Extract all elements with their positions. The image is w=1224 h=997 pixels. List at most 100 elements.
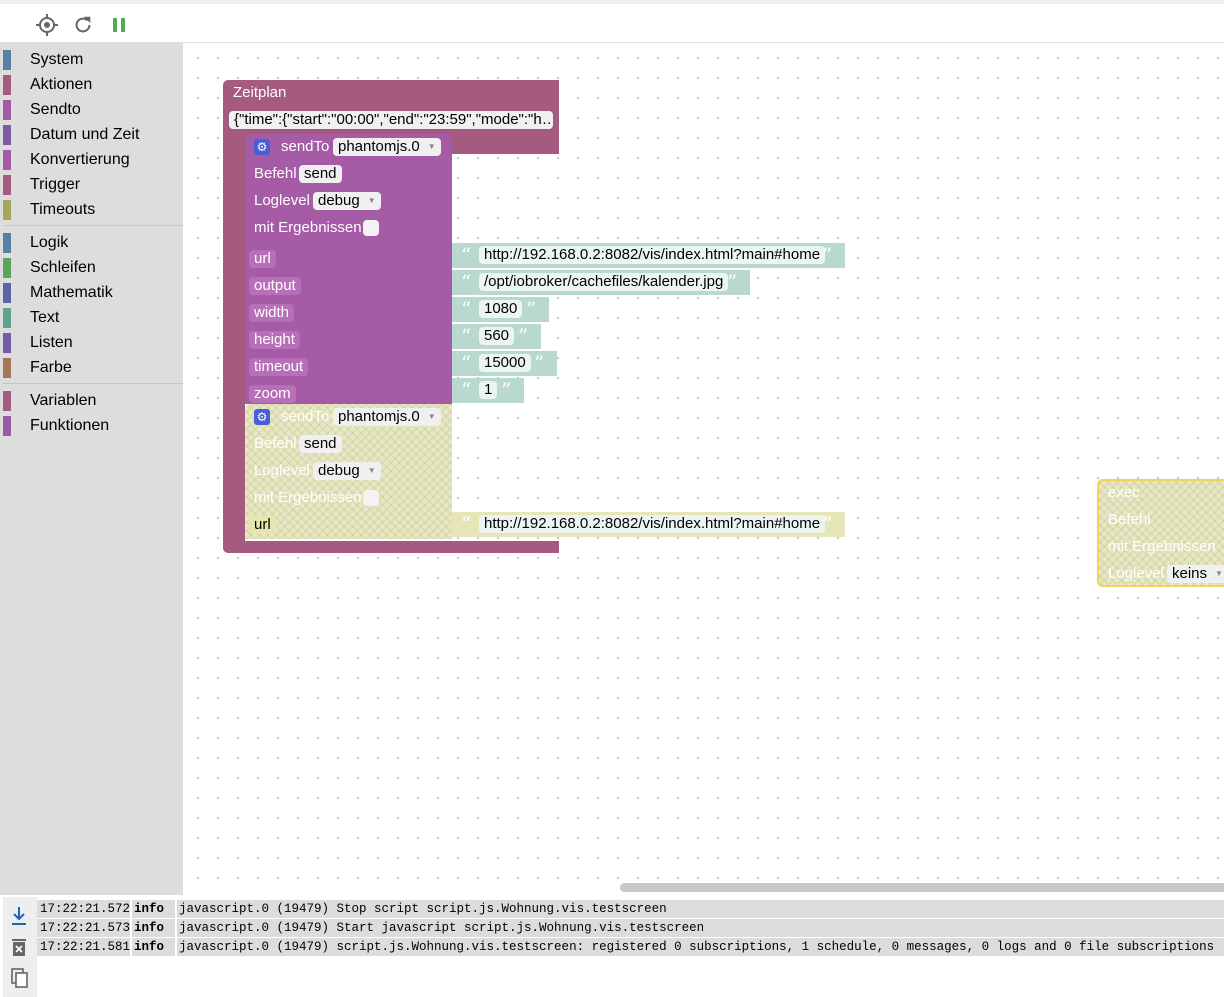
category-logik[interactable]: Logik <box>3 233 183 253</box>
loglevel-value: keins <box>1172 565 1208 582</box>
string-value[interactable]: http://192.168.0.2:8082/vis/index.html?m… <box>479 515 826 533</box>
category-konvertierung[interactable]: Konvertierung <box>3 150 183 170</box>
category-color-bar <box>3 175 11 195</box>
gear-icon[interactable]: ⚙ <box>254 409 270 425</box>
sendto-label: sendTo <box>281 138 330 155</box>
refresh-icon[interactable] <box>70 12 96 38</box>
string-value[interactable]: 1 <box>479 381 498 399</box>
gear-icon[interactable]: ⚙ <box>254 139 270 155</box>
category-label: Listen <box>30 334 73 351</box>
category-label: Text <box>30 309 60 326</box>
string-block[interactable]: “ 1080” <box>452 297 549 322</box>
close-quote-icon: ” <box>534 351 545 375</box>
log-message: javascript.0 (19479) script.js.Wohnung.v… <box>179 940 1215 954</box>
results-checkbox-disabled[interactable] <box>363 490 379 506</box>
category-separator <box>3 383 183 384</box>
scroll-down-icon[interactable] <box>9 905 29 932</box>
loglevel-dropdown-disabled[interactable]: debug▼ <box>313 462 381 480</box>
open-quote-icon: “ <box>461 297 472 321</box>
category-listen[interactable]: Listen <box>3 333 183 353</box>
chevron-down-icon: ▼ <box>427 142 436 151</box>
schedule-value-field[interactable]: {"time":{"start":"00:00","end":"23:59","… <box>229 111 553 129</box>
crosshair-icon[interactable] <box>34 12 60 38</box>
category-label: Farbe <box>30 359 72 376</box>
string-block[interactable]: “ http://192.168.0.2:8082/vis/index.html?… <box>452 243 845 268</box>
string-block[interactable]: “1” <box>452 378 524 403</box>
pause-icon[interactable] <box>106 12 132 38</box>
category-funktionen[interactable]: Funktionen <box>3 416 183 436</box>
string-value[interactable]: /opt/iobroker/cachefiles/kalender.jpg <box>479 273 729 291</box>
instance-dropdown[interactable]: phantomjs.0 ▼ <box>333 138 441 156</box>
param-name-width: width <box>249 304 295 322</box>
exec-title: exec <box>1108 484 1140 501</box>
clear-log-icon[interactable] <box>11 937 27 962</box>
string-block-disabled[interactable]: “ http://192.168.0.2:8082/vis/index.html… <box>452 512 845 537</box>
string-block[interactable]: “560” <box>452 324 541 349</box>
category-aktionen[interactable]: Aktionen <box>3 75 183 95</box>
category-color-bar <box>3 308 11 328</box>
close-quote-icon: ” <box>526 297 537 321</box>
category-text[interactable]: Text <box>3 308 183 328</box>
category-schleifen[interactable]: Schleifen <box>3 258 183 278</box>
open-quote-icon: “ <box>461 378 472 402</box>
category-farbe[interactable]: Farbe <box>3 358 183 378</box>
category-color-bar <box>3 75 11 95</box>
param-name-url: url <box>249 250 276 268</box>
loglevel-value: debug <box>318 192 360 209</box>
loglevel-dropdown[interactable]: debug▼ <box>313 192 381 210</box>
copy-icon[interactable] <box>10 967 30 994</box>
param-name-timeout: timeout <box>249 358 309 376</box>
results-checkbox[interactable] <box>363 220 379 236</box>
instance-dropdown-disabled[interactable]: phantomjs.0▼ <box>333 408 441 426</box>
open-quote-icon: “ <box>461 243 472 267</box>
log-message: javascript.0 (19479) Stop script script.… <box>179 902 667 916</box>
close-quote-icon: ” <box>727 270 738 294</box>
open-quote-icon: “ <box>461 270 472 294</box>
category-color-bar <box>3 391 11 411</box>
category-label: Timeouts <box>30 201 96 218</box>
schedule-block-body <box>223 154 245 544</box>
category-label: Aktionen <box>30 76 93 93</box>
category-variablen[interactable]: Variablen <box>3 391 183 411</box>
string-value[interactable]: 1080 <box>479 300 523 318</box>
category-timeouts[interactable]: Timeouts <box>3 200 183 220</box>
befehl-label: Befehl <box>254 165 297 182</box>
category-label: Mathematik <box>30 284 113 301</box>
close-quote-icon: ” <box>822 512 833 536</box>
category-trigger[interactable]: Trigger <box>3 175 183 195</box>
category-color-bar <box>3 233 11 253</box>
log-time: 17:22:21.572 <box>40 902 131 916</box>
log-time: 17:22:21.581 <box>40 940 131 954</box>
chevron-down-icon: ▼ <box>1215 569 1223 578</box>
category-label: Datum und Zeit <box>30 126 140 143</box>
exec-results-label: mit Ergebnissen <box>1108 538 1216 555</box>
close-quote-icon: ” <box>822 243 833 267</box>
string-block[interactable]: “ /opt/iobroker/cachefiles/kalender.jpg” <box>452 270 750 295</box>
befehl-field[interactable]: send <box>299 165 342 183</box>
blockly-workspace[interactable]: Zeitplan {"time":{"start":"00:00","end":… <box>183 43 1224 895</box>
schedule-title: Zeitplan <box>233 84 287 101</box>
category-color-bar <box>3 416 11 436</box>
category-system[interactable]: System <box>3 50 183 70</box>
category-color-bar <box>3 100 11 120</box>
open-quote-icon: “ <box>461 324 472 348</box>
horizontal-scrollbar[interactable] <box>620 883 1224 892</box>
string-value[interactable]: 560 <box>479 327 515 345</box>
string-value[interactable]: http://192.168.0.2:8082/vis/index.html?m… <box>479 246 826 264</box>
category-color-bar <box>3 358 11 378</box>
string-value[interactable]: 15000 <box>479 354 531 372</box>
category-color-bar <box>3 200 11 220</box>
befehl-field-disabled[interactable]: send <box>299 435 342 453</box>
loglevel-value: debug <box>318 462 360 479</box>
category-sendto[interactable]: Sendto <box>3 100 183 120</box>
category-datum-und-zeit[interactable]: Datum und Zeit <box>3 125 183 145</box>
category-color-bar <box>3 258 11 278</box>
instance-value: phantomjs.0 <box>338 138 420 155</box>
string-block[interactable]: “15000” <box>452 351 557 376</box>
category-mathematik[interactable]: Mathematik <box>3 283 183 303</box>
befehl-label-disabled: Befehl <box>254 435 297 452</box>
category-label: Funktionen <box>30 417 110 434</box>
exec-loglevel-dropdown[interactable]: keins ▼ <box>1167 565 1224 583</box>
